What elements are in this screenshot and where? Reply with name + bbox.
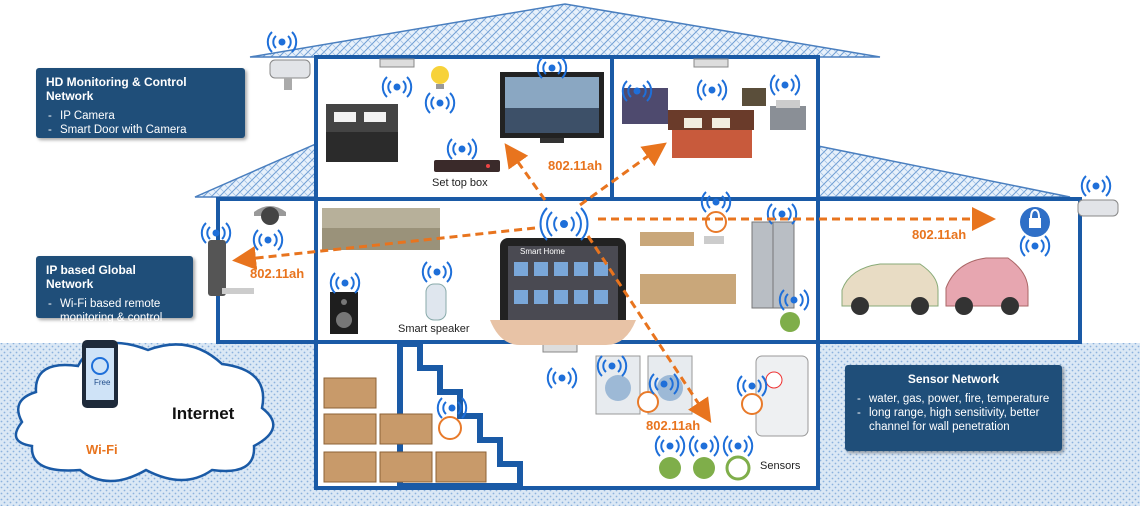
ip-camera-icon (269, 59, 311, 90)
smartphone-icon (82, 340, 118, 408)
hd-monitoring-box: HD Monitoring & Control Network IP Camer… (36, 68, 245, 138)
dome-camera-icon (254, 206, 286, 225)
padlock-icon (1020, 207, 1050, 237)
sofa-icon (322, 208, 440, 250)
water-heater-icon (755, 355, 809, 437)
hd-monitoring-item: Smart Door with Camera (48, 123, 235, 137)
internet-label: Internet (172, 404, 235, 423)
protocol-label-basement: 802.11ah (646, 418, 701, 433)
ip-camera-icon-2 (1077, 199, 1119, 217)
smart-speaker-icon (425, 283, 447, 321)
staircase (397, 341, 523, 489)
car-icon (841, 263, 939, 315)
wifi-label: Wi-Fi (86, 442, 118, 457)
set-top-box-label: Set top box (432, 177, 488, 189)
ceiling-detector-icon (379, 58, 729, 353)
protocol-label-right: 802.11ah (912, 227, 967, 242)
sensor-network-item: long range, high sensitivity, better cha… (857, 406, 1052, 434)
storage-boxes-icon (323, 377, 487, 483)
sensor-icons (438, 211, 800, 481)
hd-monitoring-title: HD Monitoring & Control Network (46, 75, 187, 103)
bedroom-bed-icon (668, 110, 754, 158)
sensors-label: Sensors (760, 460, 801, 472)
sensor-network-title: Sensor Network (907, 372, 1000, 386)
sensor-network-box: Sensor Network water, gas, power, fire, … (845, 365, 1062, 451)
left-roof (194, 141, 319, 198)
car-icon-2 (945, 257, 1029, 315)
speaker-icon (330, 292, 358, 334)
protocol-label-top: 802.11ah (548, 158, 603, 173)
set-top-box-icon (434, 160, 500, 172)
smart-speaker-label: Smart speaker (398, 323, 470, 335)
bed-icon (326, 104, 398, 162)
tablet-icon (490, 238, 636, 345)
phone-app-label: Free (94, 378, 111, 387)
light-bulb-icon (431, 66, 449, 89)
protocol-label-left: 802.11ah (250, 266, 305, 281)
printer-icon (770, 100, 806, 130)
sensor-network-item: water, gas, power, fire, temperature (857, 392, 1052, 406)
global-network-item: Wi-Fi based remote monitoring & control (48, 297, 183, 325)
tv-icon (500, 72, 604, 143)
protocol-arrows (232, 142, 996, 424)
wifi-signal-icons (200, 31, 1112, 457)
right-roof (817, 145, 1071, 198)
global-network-box: IP based Global Network Wi-Fi based remo… (36, 256, 193, 324)
washing-machine-icon (595, 355, 693, 415)
internet-cloud (14, 341, 275, 483)
hd-monitoring-item: IP Camera (48, 109, 235, 123)
global-network-title: IP based Global Network (46, 263, 136, 291)
picture-frame-icon (742, 88, 766, 106)
kitchen-icon (640, 232, 736, 304)
top-roof (249, 3, 881, 58)
door-lock-icon (208, 240, 254, 296)
smart-home-label: Smart Home (520, 247, 565, 256)
